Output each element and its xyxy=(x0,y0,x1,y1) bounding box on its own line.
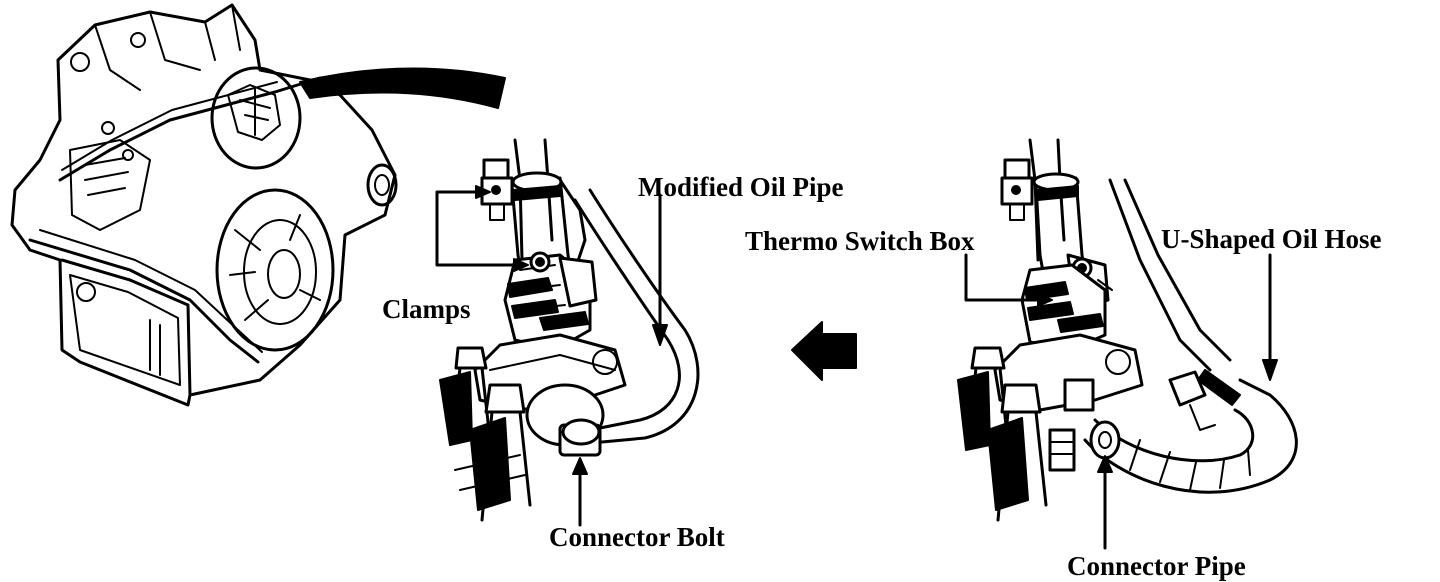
label-modified-oil-pipe: Modified Oil Pipe xyxy=(638,172,844,202)
modified-assembly xyxy=(435,138,700,527)
transmission-overview xyxy=(10,3,506,407)
label-connector-bolt: Connector Bolt xyxy=(549,522,725,552)
label-thermo-switch-box: Thermo Switch Box xyxy=(745,226,975,256)
original-assembly xyxy=(957,138,1298,550)
label-connector-pipe: Connector Pipe xyxy=(1067,551,1246,581)
arrow-left-icon xyxy=(791,321,857,381)
label-clamps: Clamps xyxy=(382,294,471,324)
label-u-shaped-oil-hose: U-Shaped Oil Hose xyxy=(1161,224,1382,254)
